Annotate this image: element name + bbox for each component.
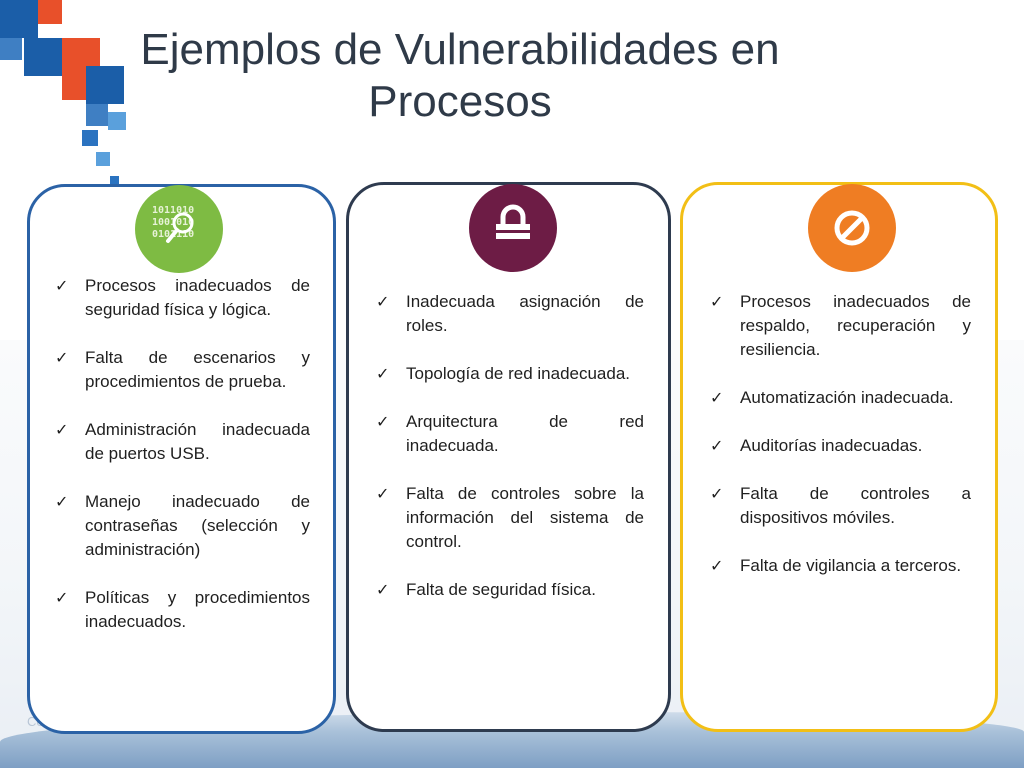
list-item: ✓Falta de vigilancia a terceros. xyxy=(710,554,971,578)
card-backup-audit xyxy=(680,182,998,732)
list-item: ✓Administración inadecuada de puertos US… xyxy=(55,420,310,463)
card-processes xyxy=(27,184,336,734)
checkmark-icon: ✓ xyxy=(710,292,724,311)
checkmark-icon: ✓ xyxy=(376,292,390,311)
list-item: ✓Automatización inadecuada. xyxy=(710,386,971,410)
vulnerability-list-3: ✓Procesos inadecuados de respaldo, recup… xyxy=(710,290,971,602)
checkmark-icon: ✓ xyxy=(376,364,390,383)
checkmark-icon: ✓ xyxy=(55,420,69,439)
list-item: ✓Falta de seguridad física. xyxy=(376,578,644,602)
list-item: ✓Manejo inadecuado de contraseñas (selec… xyxy=(55,492,310,559)
checkmark-icon: ✓ xyxy=(710,436,724,455)
list-item: ✓Falta de escenarios y procedimientos de… xyxy=(55,348,310,391)
binary-search-icon: 1011010 1001010 0101110 xyxy=(135,185,223,273)
list-item: ✓Falta de controles a dispositivos móvil… xyxy=(710,484,971,527)
magnifier-icon xyxy=(166,212,194,243)
prohibited-icon xyxy=(808,184,896,272)
list-item: ✓Auditorías inadecuadas. xyxy=(710,434,971,458)
list-item: ✓Procesos inadecuados de respaldo, recup… xyxy=(710,292,971,359)
list-item: ✓Falta de controles sobre la información… xyxy=(376,484,644,551)
page-title: Ejemplos de Vulnerabilidades en Procesos xyxy=(140,25,780,126)
checkmark-icon: ✓ xyxy=(710,556,724,575)
vulnerability-list-2: ✓Inadecuada asignación de roles. ✓Topolo… xyxy=(376,290,644,626)
list-item: ✓Inadecuada asignación de roles. xyxy=(376,292,644,335)
lock-icon xyxy=(469,184,557,272)
checkmark-icon: ✓ xyxy=(376,484,390,503)
list-item: ✓Políticas y procedimientos inadecuados. xyxy=(55,588,310,631)
checkmark-icon: ✓ xyxy=(55,492,69,511)
list-item: ✓Procesos inadecuados de seguridad físic… xyxy=(55,276,310,319)
checkmark-icon: ✓ xyxy=(55,348,69,367)
list-item: ✓Arquitectura de red inadecuada. xyxy=(376,412,644,455)
checkmark-icon: ✓ xyxy=(376,580,390,599)
checkmark-icon: ✓ xyxy=(55,588,69,607)
checkmark-icon: ✓ xyxy=(55,276,69,295)
checkmark-icon: ✓ xyxy=(710,388,724,407)
checkmark-icon: ✓ xyxy=(710,484,724,503)
card-roles-network xyxy=(346,182,671,732)
list-item: ✓Topología de red inadecuada. xyxy=(376,362,644,386)
vulnerability-list-1: ✓Procesos inadecuados de seguridad físic… xyxy=(55,274,310,658)
binary-line: 1011010 xyxy=(152,205,195,216)
decorative-squares xyxy=(0,0,126,185)
checkmark-icon: ✓ xyxy=(376,412,390,431)
